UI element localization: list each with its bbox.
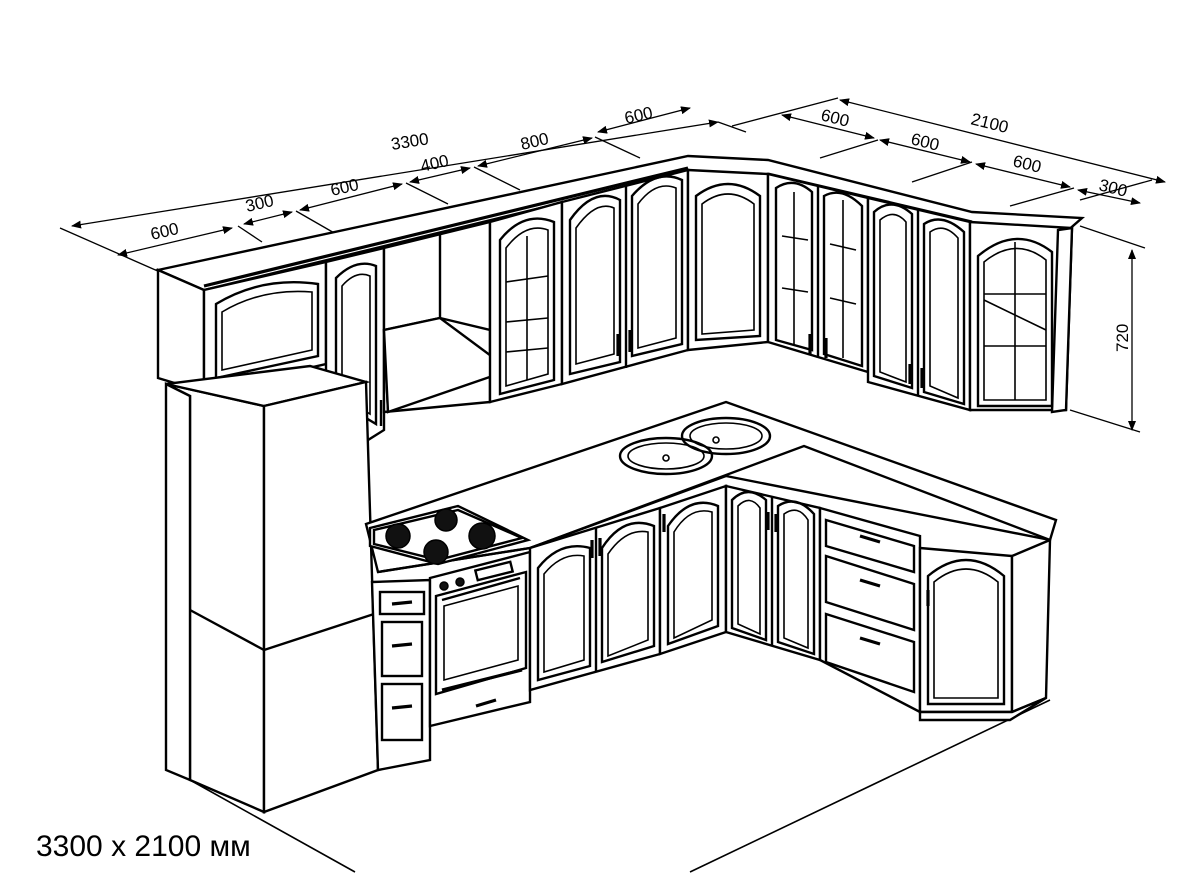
burner-icon: [468, 522, 496, 550]
dim-label-600-d: 600: [819, 105, 851, 130]
knob-icon: [455, 577, 465, 587]
dim-line-600-d: [781, 113, 875, 140]
dim-line-600-c: [597, 106, 691, 134]
upper-cabinets-right: [766, 172, 1074, 414]
dim-label-3300: 3300: [390, 129, 430, 154]
dim-line-800: [477, 136, 593, 168]
dim-label-720: 720: [1113, 324, 1132, 352]
dim-line-600-e: [879, 138, 971, 164]
dim-line-2100: [839, 98, 1166, 184]
upper-cabinets-left: [156, 168, 690, 442]
refrigerator: [164, 364, 380, 814]
lower-cabinets-right: [724, 484, 1052, 722]
dim-label-400: 400: [419, 151, 451, 176]
dimension-lines: [59, 97, 1166, 433]
double-sink: [618, 416, 772, 476]
knob-icon: [439, 581, 449, 591]
countertop: [364, 400, 1058, 574]
dim-label-2100: 2100: [969, 109, 1010, 137]
dim-line-300-a: [243, 210, 293, 226]
size-caption: 3300 х 2100 мм: [36, 830, 251, 863]
burner-icon: [423, 539, 449, 565]
dim-line-600-a: [117, 226, 233, 257]
upper-cabinet-side: [156, 268, 206, 394]
dim-line-300-b: [1077, 187, 1141, 206]
dim-label-300-b: 300: [1097, 175, 1129, 200]
dim-line-600-b: [299, 182, 403, 212]
dim-label-600-e: 600: [909, 129, 941, 154]
floor-outline: [189, 699, 1051, 873]
burner-icon: [385, 523, 411, 549]
dim-line-600-f: [975, 162, 1071, 189]
cooktop: [368, 504, 532, 566]
dim-line-3300: [71, 119, 719, 229]
burner-icon: [434, 508, 458, 532]
dim-label-600-c: 600: [623, 103, 655, 128]
dim-line-400: [409, 166, 471, 184]
dim-label-600-f: 600: [1011, 151, 1043, 176]
dim-label-600-a: 600: [149, 219, 181, 244]
lower-cabinets-left: [370, 484, 728, 772]
upper-cabinet-corner: [686, 168, 770, 352]
dim-label-300-a: 300: [244, 191, 276, 216]
